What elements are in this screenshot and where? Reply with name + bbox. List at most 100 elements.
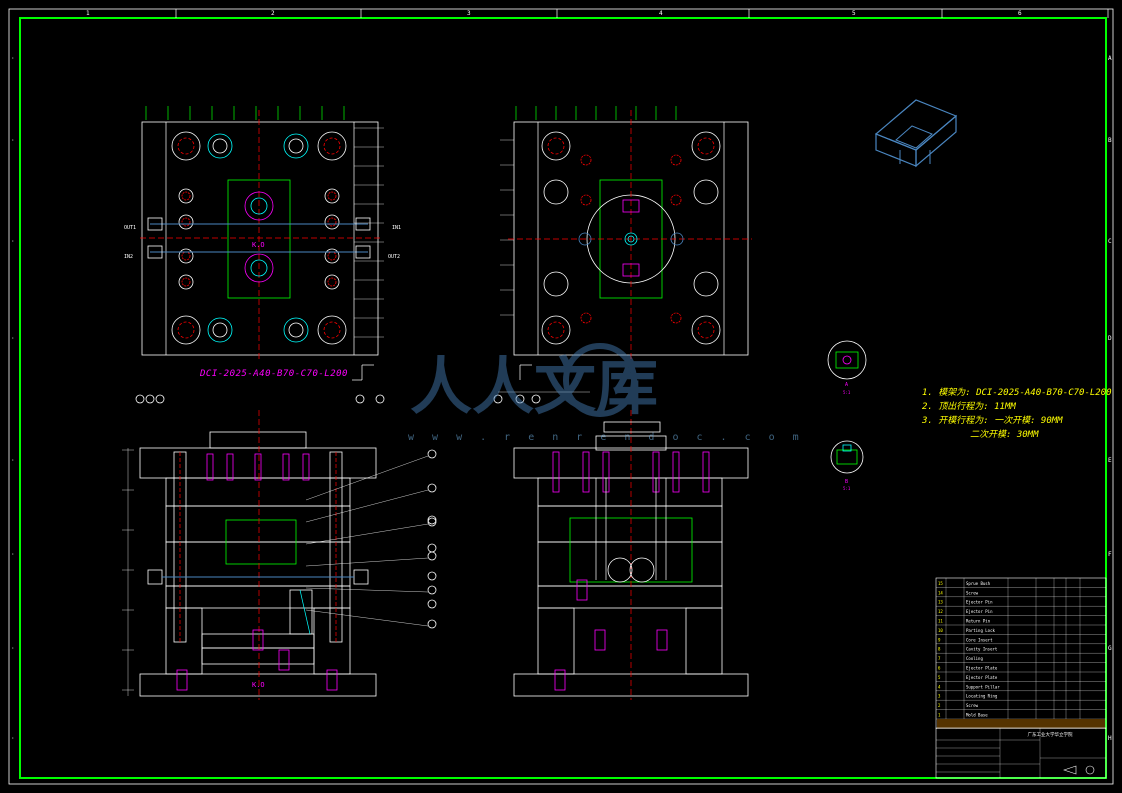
out1-label: OUT1: [124, 225, 136, 231]
bom-index: 3: [938, 694, 941, 699]
spacer-block: [165, 607, 203, 675]
screw-section: [252, 629, 264, 651]
guide-bush-hole: [697, 137, 715, 155]
leader-line: [305, 523, 429, 545]
bom-index: 7: [938, 656, 941, 661]
bom-index: 13: [938, 600, 943, 605]
screw-section: [326, 669, 338, 691]
projection-symbol-cone: [1063, 765, 1077, 775]
screw-hole: [181, 217, 191, 227]
support-plate: [165, 585, 351, 609]
runner-plate: [537, 477, 723, 507]
leader-line: [305, 455, 429, 501]
balloon: [493, 394, 503, 404]
screw-head: [178, 248, 194, 264]
screw-section: [254, 453, 262, 481]
leader-line: [305, 609, 429, 627]
detail-b-id: B: [845, 479, 848, 485]
screw-hole: [181, 277, 191, 287]
support-plate: [537, 585, 723, 609]
screw-head: [178, 188, 194, 204]
zone-row-marker: D: [1108, 335, 1112, 342]
cavity-mark: [622, 263, 640, 277]
return-pin: [288, 322, 304, 338]
balloon: [427, 515, 437, 525]
screw-hole: [580, 154, 592, 166]
runner-plate: [165, 477, 351, 507]
detail-a-pin: [842, 355, 852, 365]
note-line: 3. 开模行程为: 一次开模: 90MM: [922, 416, 1063, 426]
ejector-plate: [201, 647, 315, 665]
bom-index: 1: [938, 713, 941, 718]
bom-index: 14: [938, 590, 943, 595]
title-block-school: 广东工业大学华立学院: [1028, 731, 1073, 738]
guide-pillar-section: [173, 451, 187, 643]
return-pin: [212, 138, 228, 154]
plan-left-outline: [141, 121, 379, 356]
return-pin-ring: [207, 317, 233, 343]
guide-pillar-hole: [177, 321, 195, 339]
guide-pillar-hole: [323, 137, 341, 155]
balloon: [135, 394, 145, 404]
view-labels: OUT1 IN1 IN2 OUT2 K.O K.O A 5:1 B 5:1 广东…: [124, 225, 1073, 738]
fixed-half-plan-view: [140, 106, 384, 381]
guide-bush-hole: [547, 137, 565, 155]
bom-part-name: Support Pillar: [966, 684, 1000, 689]
watermark-text: 人人文库: [410, 350, 658, 423]
bom-part-name: Return Pin: [966, 619, 991, 624]
screw-head: [324, 214, 340, 230]
balloon: [145, 394, 155, 404]
bom-part-name: Screw: [966, 703, 979, 708]
return-pin-ring: [283, 133, 309, 159]
zone-row-marker-left: ·: [11, 551, 15, 558]
balloon: [515, 394, 525, 404]
bom-index: 15: [938, 581, 943, 586]
watermark-logo: 人人文库: [410, 343, 658, 423]
cooling: [250, 259, 268, 277]
bottom-clamp-plate: [139, 673, 377, 697]
bom-header-fill: [937, 719, 1105, 729]
detail-a-circle: [827, 340, 867, 380]
watermark-url: w w w . r e n r e n d o c . c o m: [408, 432, 805, 443]
screw-section: [552, 451, 560, 493]
ko-label-bottom: K.O: [252, 681, 265, 689]
screw-head: [178, 274, 194, 290]
bom-part-name: Ejector Pin: [966, 609, 993, 614]
leader-line: [305, 557, 429, 567]
zone-row-marker-left: ·: [11, 735, 15, 742]
balloon: [531, 394, 541, 404]
cavity-arc: [607, 557, 633, 583]
screw-section: [176, 669, 188, 691]
moving-half-plan-view: [500, 106, 752, 380]
balloon: [427, 483, 437, 493]
top-clamp-plate: [139, 447, 377, 479]
note-line: 1. 模架为: DCI-2025-A40-B70-C70-L200: [922, 388, 1112, 398]
balloon: [355, 394, 365, 404]
sprue-circle: [244, 191, 274, 221]
return-pin-ring: [283, 317, 309, 343]
bom-part-name: Screw: [966, 590, 979, 595]
in1-label: IN1: [392, 225, 401, 231]
guide-bush: [541, 315, 571, 345]
guide-pillar-hole: [177, 137, 195, 155]
detail-a-part: [835, 351, 859, 369]
bom-index: 9: [938, 637, 941, 642]
return-pin-ring: [207, 133, 233, 159]
iso-side-face: [875, 133, 917, 167]
support-pillar: [543, 271, 569, 297]
pin-section: [576, 579, 588, 601]
zone-row-marker: A: [1108, 55, 1112, 62]
zone-row-marker: G: [1108, 645, 1112, 652]
part-isometric-view: [874, 99, 958, 168]
zone-row-marker-left: ·: [11, 335, 15, 342]
zone-row-marker: B: [1108, 137, 1112, 144]
guide-pillar: [171, 315, 201, 345]
zone-row-marker: F: [1108, 551, 1112, 558]
leader-line: [305, 587, 429, 593]
bom-index: 4: [938, 684, 941, 689]
cooling: [578, 232, 592, 246]
screw-hole: [181, 191, 191, 201]
screw-section: [282, 453, 290, 481]
cavity-insert-outline: [227, 179, 291, 299]
